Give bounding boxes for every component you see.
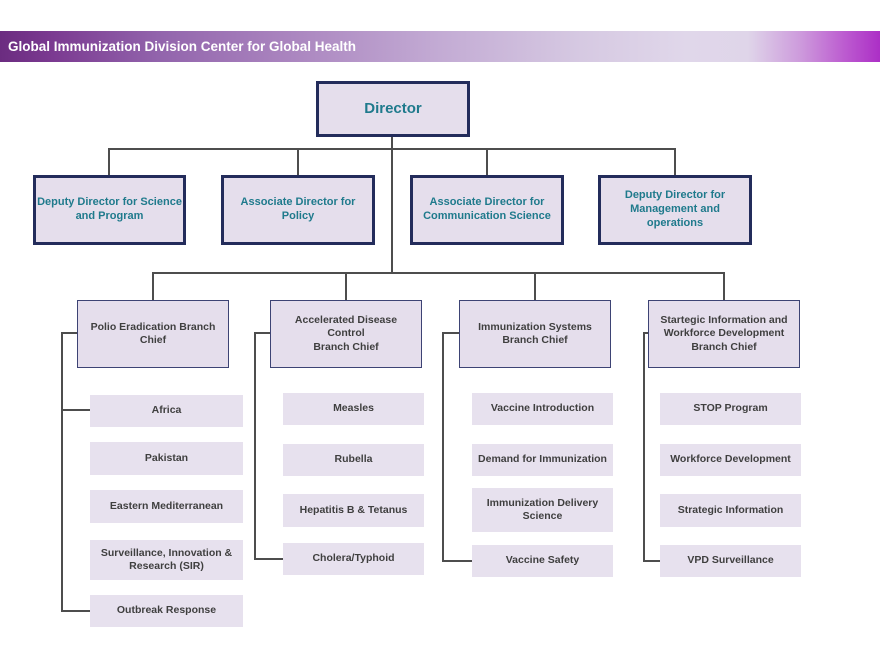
connector-line xyxy=(442,560,472,562)
branch-chief-polio: Polio Eradication Branch Chief xyxy=(77,300,229,368)
branch-item-vaccine-introduction: Vaccine Introduction xyxy=(472,393,613,425)
director-box: Director xyxy=(316,81,470,137)
branch-item-demand-for-immunization: Demand for Immunization xyxy=(472,444,613,476)
branch-item-vpd-surveillance: VPD Surveillance xyxy=(660,545,801,577)
connector-line xyxy=(643,332,645,562)
branch-chief-strategic-information: Startegic Information and Workforce Deve… xyxy=(648,300,800,368)
connector-line xyxy=(643,332,649,334)
page-title: Global Immunization Division Center for … xyxy=(8,39,357,54)
branch-item-eastern-mediterranean: Eastern Mediterranean xyxy=(90,490,243,523)
exec-box-management-operations: Deputy Director for Management and opera… xyxy=(598,175,752,245)
connector-line xyxy=(254,332,256,560)
connector-line xyxy=(486,148,488,175)
connector-line xyxy=(108,148,110,175)
branch-chief-accelerated-disease-control: Accelerated Disease Control Branch Chief xyxy=(270,300,422,368)
connector-line xyxy=(61,610,90,612)
connector-line xyxy=(152,272,154,300)
connector-line xyxy=(61,409,90,411)
branch-item-pakistan: Pakistan xyxy=(90,442,243,475)
branch-item-immunization-delivery-science: Immunization Delivery Science xyxy=(472,488,613,532)
branch-chief-immunization-systems: Immunization Systems Branch Chief xyxy=(459,300,611,368)
connector-line xyxy=(442,332,444,562)
header-bar: Global Immunization Division Center for … xyxy=(0,31,880,62)
branch-item-vaccine-safety: Vaccine Safety xyxy=(472,545,613,577)
branch-item-measles: Measles xyxy=(283,393,424,425)
connector-line xyxy=(643,560,660,562)
branch-item-cholera-typhoid: Cholera/Typhoid xyxy=(283,543,424,575)
branch-item-strategic-information: Strategic Information xyxy=(660,494,801,527)
branch-item-sir: Surveillance, Innovation & Research (SIR… xyxy=(90,540,243,580)
connector-line xyxy=(61,332,77,334)
branch-item-africa: Africa xyxy=(90,395,243,427)
connector-line xyxy=(254,332,270,334)
branch-item-outbreak-response: Outbreak Response xyxy=(90,595,243,627)
connector-line xyxy=(442,332,459,334)
branch-item-stop-program: STOP Program xyxy=(660,393,801,425)
connector-line xyxy=(345,272,347,300)
exec-box-communication-science: Associate Director for Communication Sci… xyxy=(410,175,564,245)
connector-line xyxy=(723,272,725,300)
branch-item-workforce-development: Workforce Development xyxy=(660,444,801,476)
connector-line xyxy=(61,332,63,612)
connector-line xyxy=(674,148,676,175)
exec-box-science-program: Deputy Director for Science and Program xyxy=(33,175,186,245)
connector-line xyxy=(254,558,283,560)
connector-line xyxy=(391,148,393,273)
connector-line xyxy=(391,137,393,149)
branch-item-rubella: Rubella xyxy=(283,444,424,476)
branch-item-hepatitis-b-tetanus: Hepatitis B & Tetanus xyxy=(283,494,424,527)
connector-line xyxy=(152,272,725,274)
exec-box-policy: Associate Director for Policy xyxy=(221,175,375,245)
connector-line xyxy=(534,272,536,300)
connector-line xyxy=(297,148,299,175)
